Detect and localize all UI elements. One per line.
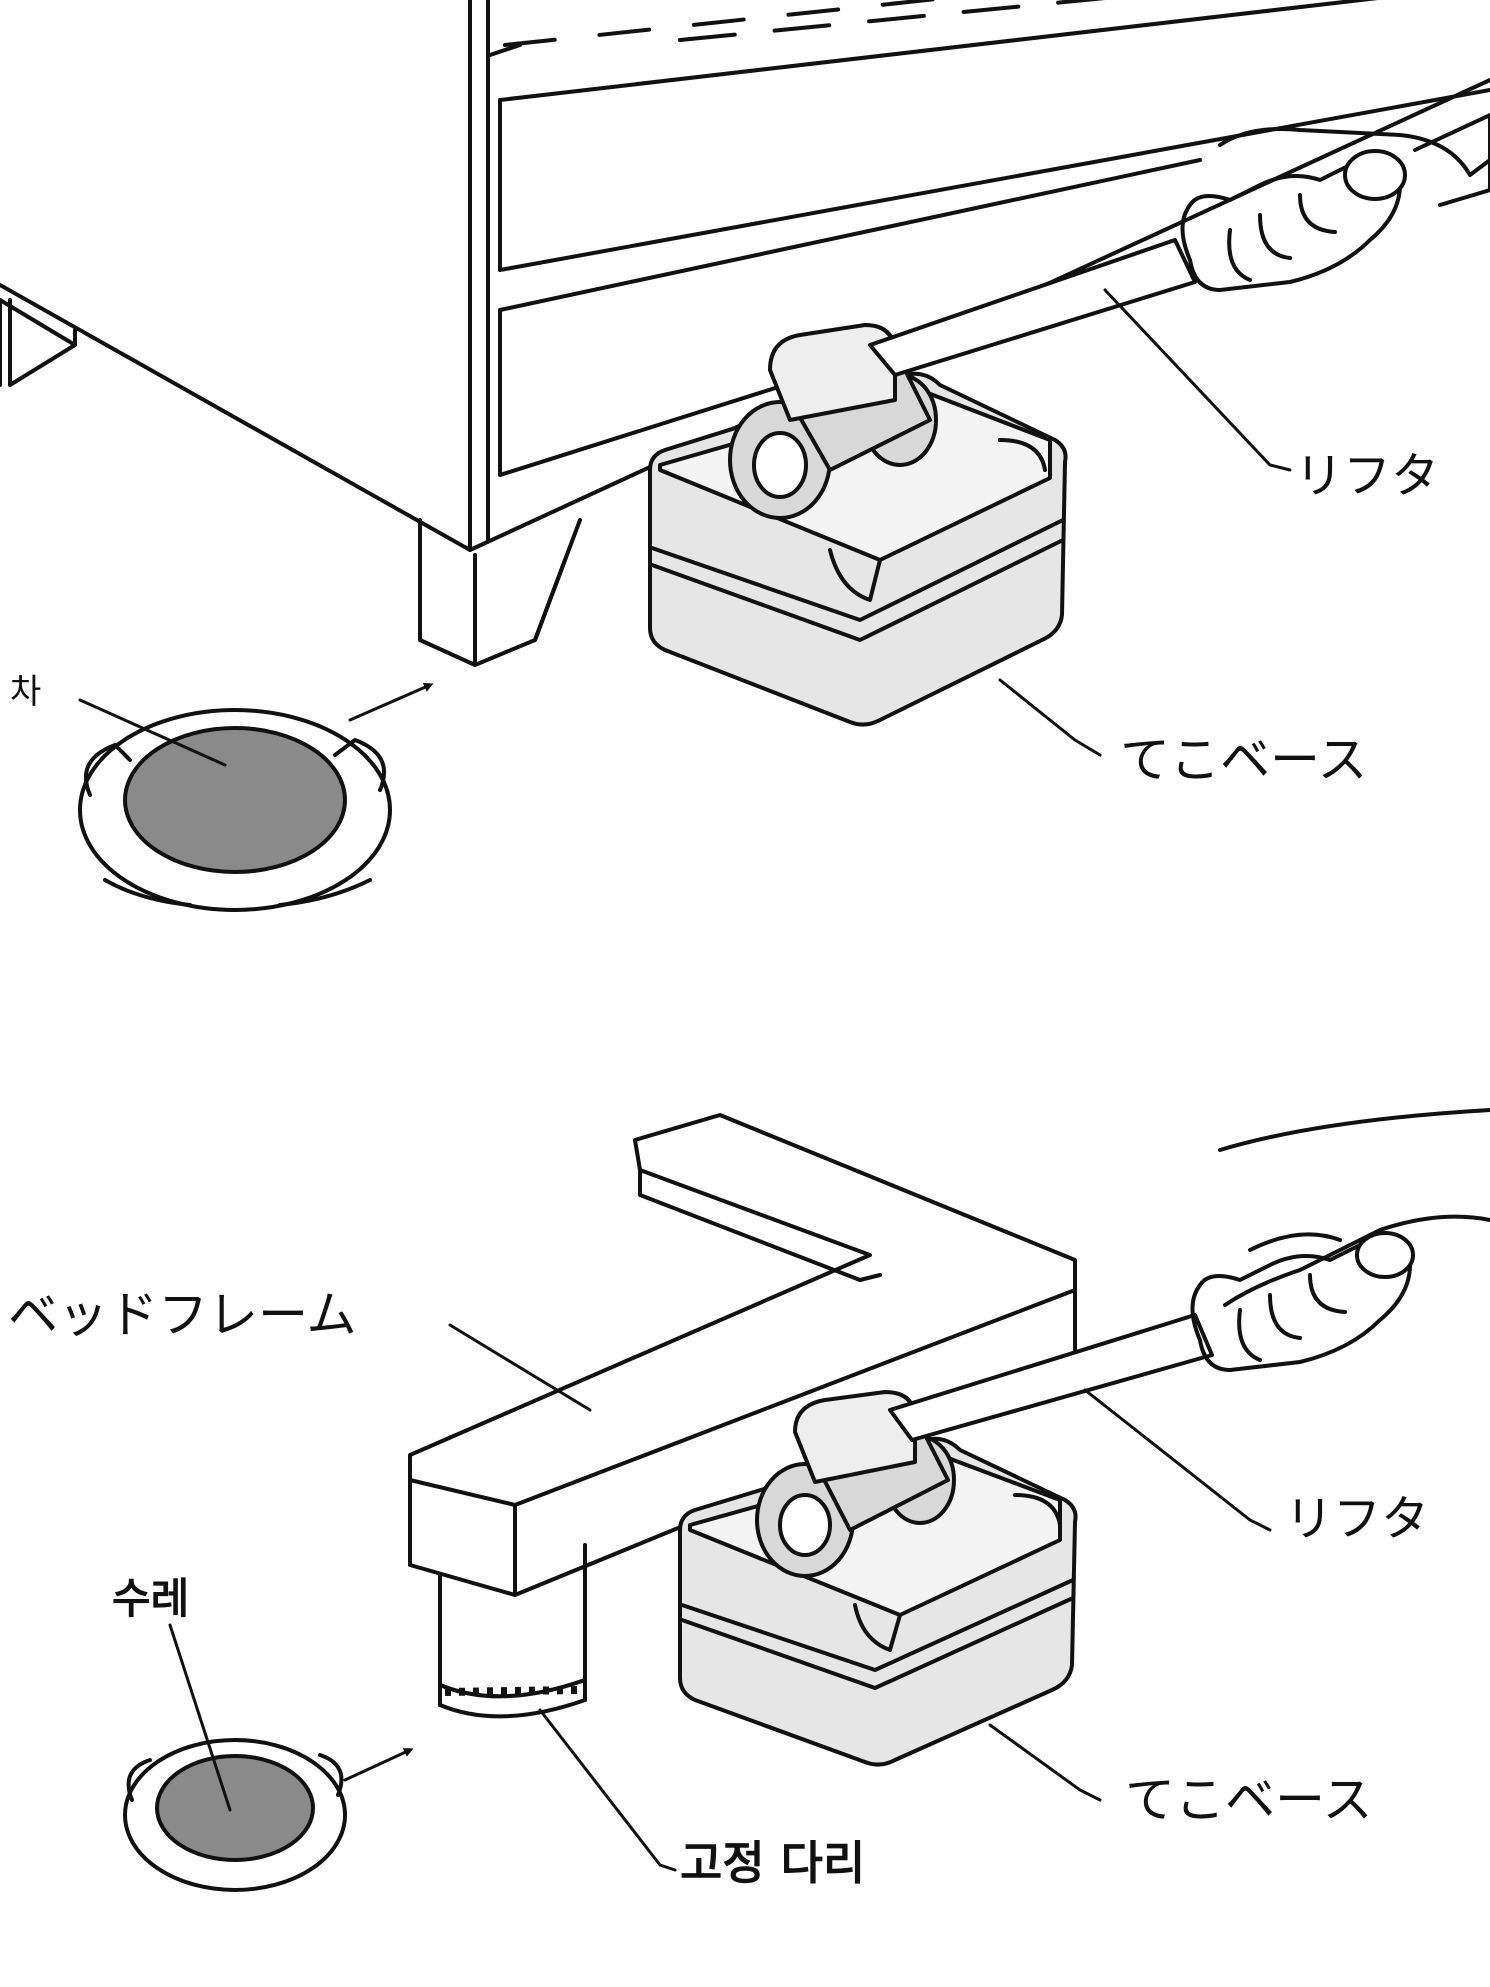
hand-bottom [1190,1108,1490,1372]
lifter-bar-top [868,238,1197,377]
label-base-top: てこベース [1120,731,1368,789]
leader-fixed-leg [538,1708,677,1872]
label-bed-frame: ベッドフレーム [8,1286,357,1344]
leader-base-bottom [988,1723,1102,1802]
leader-caster-bottom [168,1623,232,1812]
leader-bed-frame [448,1323,592,1412]
caster-bottom [123,1738,347,1892]
label-fixed-leg: 고정 다리 [680,1836,866,1890]
lever-base-bottom [678,1390,1078,1767]
arrow-bottom [343,1748,414,1782]
leader-caster-top [78,698,227,767]
arrow-top [348,682,434,722]
caster-pad-top [123,726,347,874]
label-lifter-top: リフタ [1295,448,1440,504]
label-caster-bottom: 수레 [112,1574,190,1623]
label-caster-top: 차 [10,672,42,712]
caster-pad-bottom [155,1754,315,1862]
lever-base-top [648,323,1068,727]
label-base-bottom: てこベース [1125,1771,1373,1829]
leader-lifter-top [1103,288,1292,472]
hand-top [1180,113,1490,292]
fixed-leg [438,1543,587,1719]
label-lifter-bottom: リフタ [1285,1491,1430,1547]
leader-base-top [998,678,1102,757]
leader-lifter-bottom [1083,1388,1272,1532]
lifter-bar-bottom [888,1313,1214,1442]
caster-top [78,708,392,912]
